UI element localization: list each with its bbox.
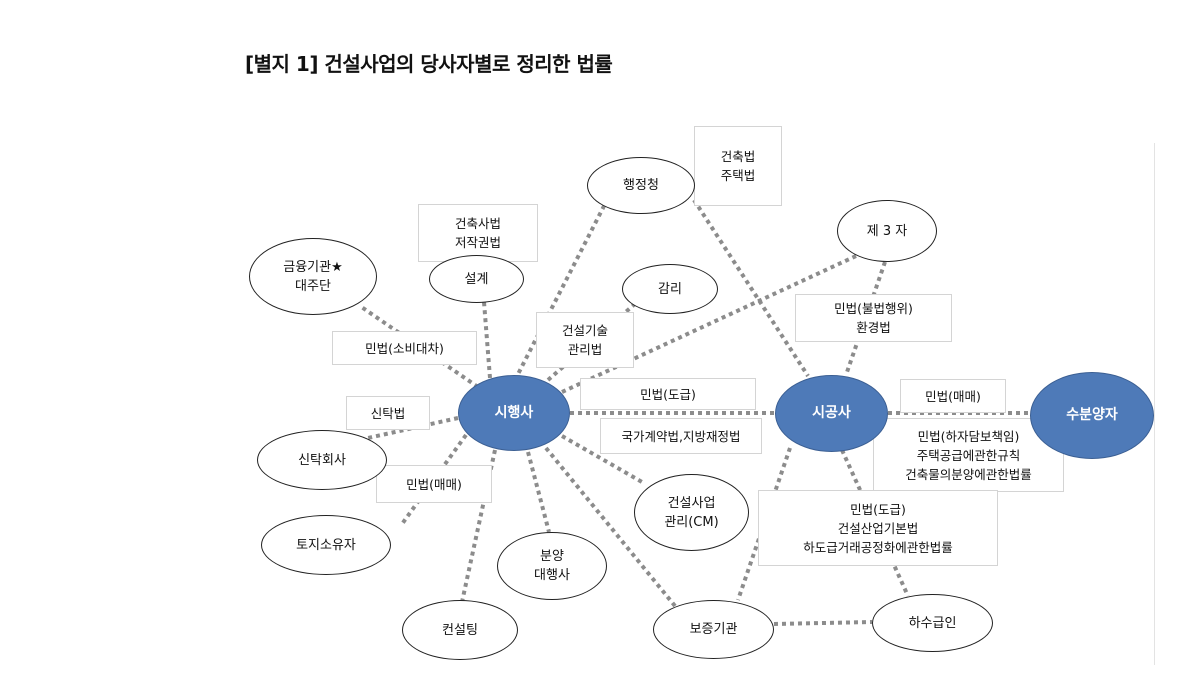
- link-sihaengsa-je3ja: [561, 254, 857, 394]
- node-gamri: 감리: [622, 264, 718, 314]
- label-geonchuksa-jeojak: 건축사법 저작권법: [418, 204, 538, 262]
- link-sihaengsa-tojisoyuja: [400, 433, 468, 526]
- node-sigongsa: 시공사: [775, 375, 888, 452]
- link-hangjeongcheong-sigongsa: [692, 198, 810, 378]
- label-dogeup-bottom: 민법(도급) 건설산업기본법 하도급거래공정화에관한법률: [758, 490, 998, 566]
- link-bojeung-hasugeubin: [773, 620, 873, 626]
- page-title: [별지 1] 건설사업의 당사자별로 정리한 법률: [245, 52, 613, 76]
- node-geumyung-daejudan: 금융기관★ 대주단: [249, 238, 377, 315]
- label-minbeop-maemae-left: 민법(매매): [376, 465, 492, 503]
- label-minbeop-maemae-right: 민법(매매): [900, 379, 1006, 413]
- link-sihaengsa-bunyang: [526, 451, 551, 533]
- node-bunyangdaehaengsa: 분양 대행사: [497, 532, 607, 600]
- node-tojisoyuja: 토지소유자: [261, 515, 391, 575]
- label-gukga-gyeyak: 국가계약법,지방재정법: [600, 418, 762, 454]
- label-geonseolgisul: 건설기술 관리법: [536, 312, 634, 368]
- label-minbeop-dogeup-top: 민법(도급): [580, 378, 756, 410]
- node-sihaengsa: 시행사: [458, 375, 570, 451]
- link-sihaengsa-seolgye: [482, 301, 492, 379]
- node-seolgye: 설계: [429, 255, 524, 303]
- label-hajadambo: 민법(하자담보책임) 주택공급에관한규칙 건축물의분양에관한법률: [873, 418, 1064, 492]
- node-hangjeongcheong: 행정청: [587, 157, 695, 214]
- node-bojeunggigwan: 보증기관: [653, 600, 774, 659]
- node-je3ja: 제 3 자: [837, 200, 937, 262]
- label-minbeop-bulbeop: 민법(불법행위) 환경법: [795, 294, 952, 342]
- node-consulting: 컨설팅: [402, 600, 518, 660]
- frame-edge: [1154, 143, 1155, 665]
- label-sintakbeop: 신탁법: [346, 396, 430, 430]
- link-sihaengsa-hangjeongcheong: [513, 205, 606, 381]
- node-hasugeubin: 하수급인: [872, 594, 993, 652]
- label-geonchuk-jutaek: 건축법 주택법: [694, 126, 782, 206]
- label-minbeop-sobidaecha: 민법(소비대차): [332, 331, 477, 365]
- node-sintakhoesa: 신탁회사: [257, 430, 387, 490]
- node-subunyangja: 수분양자: [1030, 372, 1154, 459]
- node-cm: 건설사업 관리(CM): [634, 474, 749, 551]
- link-sihaengsa-bojeung: [544, 446, 677, 608]
